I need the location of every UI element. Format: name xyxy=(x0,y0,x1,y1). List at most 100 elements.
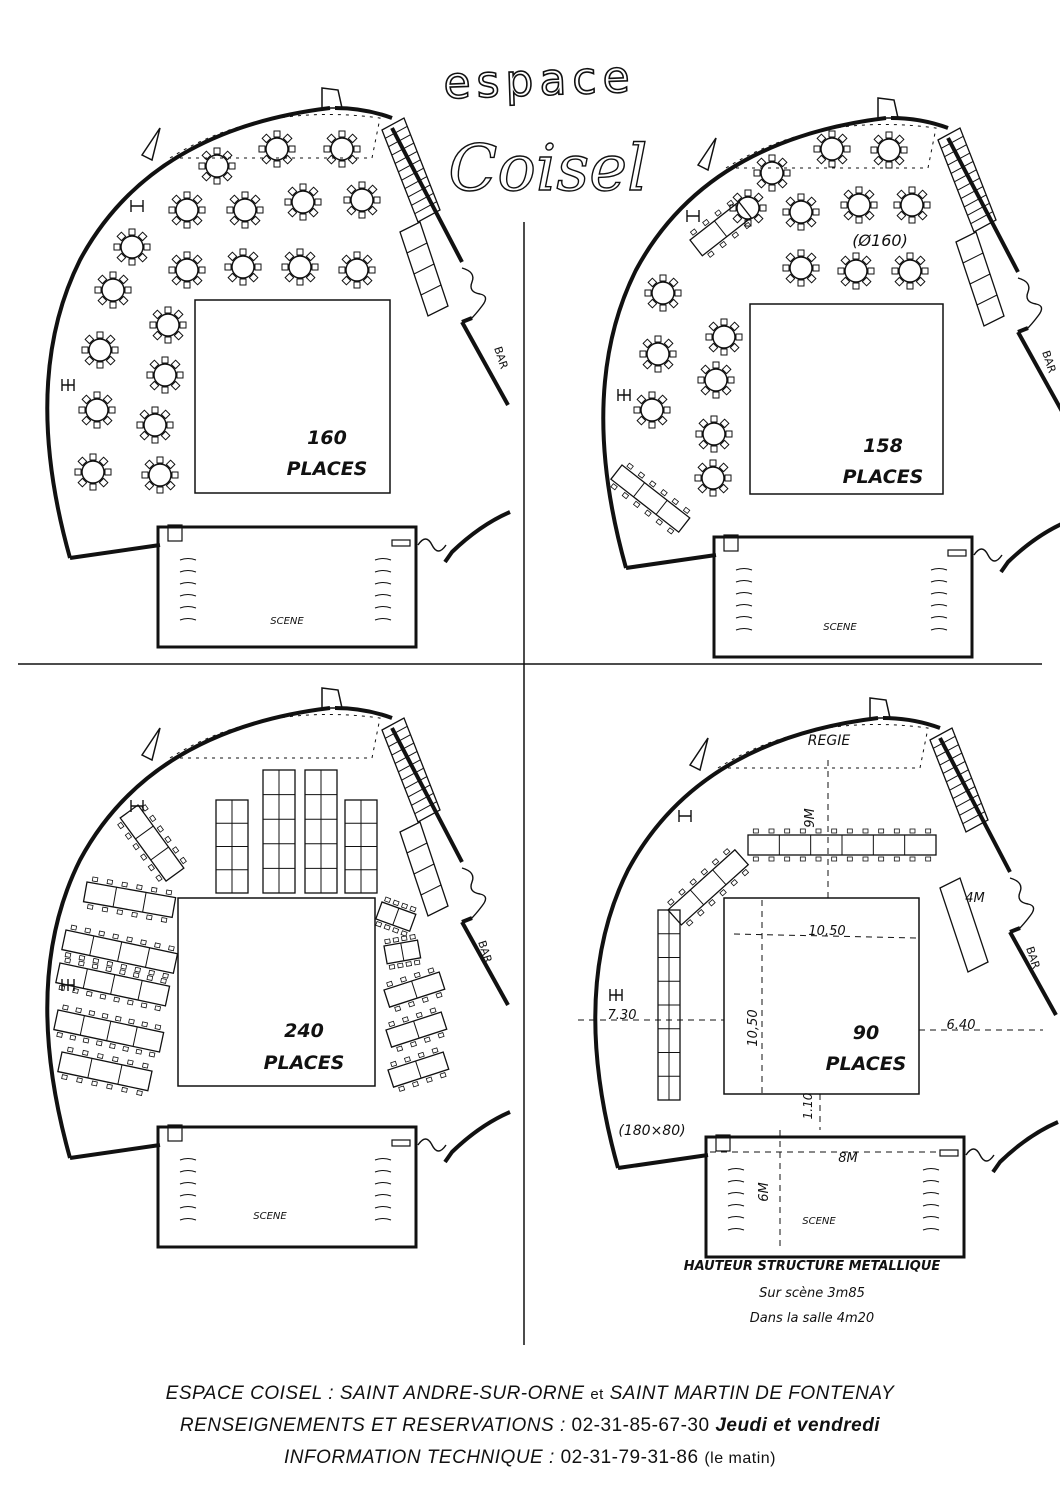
chair xyxy=(431,1047,439,1054)
stage-outline xyxy=(156,1125,418,1249)
chair xyxy=(139,409,150,420)
wall-segment xyxy=(999,522,1060,574)
chair xyxy=(768,828,775,834)
chair xyxy=(700,385,711,396)
round-table xyxy=(323,130,361,168)
stage-wave xyxy=(735,616,753,619)
chair xyxy=(908,216,916,224)
chair xyxy=(160,409,171,420)
chair xyxy=(917,210,928,221)
chair xyxy=(837,133,848,144)
table-join xyxy=(415,1060,422,1079)
chair xyxy=(140,939,147,946)
chair xyxy=(136,421,144,429)
chair xyxy=(894,255,905,266)
chair xyxy=(93,391,101,399)
chair xyxy=(894,155,905,166)
chair xyxy=(644,509,652,517)
stage-steps xyxy=(391,1139,411,1147)
chair xyxy=(222,150,233,161)
chair xyxy=(813,145,821,153)
round-table xyxy=(258,130,296,168)
chair xyxy=(156,825,164,833)
chair xyxy=(768,184,776,192)
stair-step xyxy=(385,725,408,739)
chair xyxy=(697,376,705,384)
chair xyxy=(136,1090,143,1096)
chair xyxy=(146,914,153,921)
rect-table-column xyxy=(657,909,681,1101)
rect-table-row xyxy=(667,848,750,927)
stage-steps xyxy=(167,524,183,542)
wall-segment xyxy=(1017,326,1029,334)
chair xyxy=(891,267,899,275)
chair xyxy=(154,942,161,949)
chair xyxy=(831,828,838,834)
chair xyxy=(91,1080,98,1087)
chair xyxy=(896,189,907,200)
bar-label-158: BAR xyxy=(1039,349,1058,375)
chair xyxy=(797,223,805,231)
chair xyxy=(659,304,667,312)
chair xyxy=(314,198,322,206)
chair xyxy=(777,178,788,189)
round-table-top xyxy=(712,325,736,349)
regie-area xyxy=(168,713,381,759)
footer-line-reservations: RENSEIGNEMENTS ET RESERVATIONS : 02-31-8… xyxy=(0,1415,1060,1437)
bar-section xyxy=(413,263,435,275)
stair-step xyxy=(414,801,437,815)
capacity-158: 158 xyxy=(863,435,903,457)
chair xyxy=(95,1040,103,1047)
chair xyxy=(647,277,658,288)
chair xyxy=(146,371,154,379)
stage-wave xyxy=(374,618,392,621)
stage-wave xyxy=(930,616,948,619)
stair-step xyxy=(946,769,969,783)
diagonal-wall xyxy=(938,737,1012,873)
chair xyxy=(423,1036,431,1043)
chair xyxy=(353,281,361,289)
places-90: PLACES xyxy=(826,1053,907,1075)
dim-stage-depth: 6M xyxy=(757,1182,772,1202)
stage-wave xyxy=(374,1218,392,1221)
door-icon xyxy=(696,137,717,172)
chair xyxy=(908,186,916,194)
chair xyxy=(753,192,764,203)
chair xyxy=(731,231,740,239)
round-table-top xyxy=(231,255,255,279)
chair xyxy=(909,828,916,834)
stage-wave xyxy=(179,570,197,573)
stair-step xyxy=(957,177,980,191)
chair xyxy=(120,963,128,970)
stair-step xyxy=(404,776,428,789)
stage-wave xyxy=(179,1182,197,1185)
chair xyxy=(86,904,94,910)
diagonal-wall xyxy=(390,727,464,863)
round-table-top xyxy=(233,198,257,222)
round-table-top xyxy=(330,137,354,161)
chair xyxy=(78,954,86,961)
table-join xyxy=(132,1026,138,1047)
chair xyxy=(917,189,928,200)
chair xyxy=(843,145,851,153)
table-join xyxy=(392,907,400,926)
chair xyxy=(353,145,361,153)
stage-outline xyxy=(704,1135,966,1259)
chair xyxy=(101,1012,109,1019)
stair-outline xyxy=(381,717,441,823)
rect-table-column xyxy=(304,769,338,894)
chair xyxy=(105,966,113,973)
chair xyxy=(132,972,140,979)
stage-steps xyxy=(723,534,739,552)
stair-step xyxy=(962,811,985,825)
chair xyxy=(861,276,872,287)
chair xyxy=(338,266,346,274)
stage-wave xyxy=(922,1204,940,1207)
chair xyxy=(81,346,89,354)
rect-table-row xyxy=(383,967,446,1012)
chair xyxy=(94,286,102,294)
chair xyxy=(56,1031,63,1038)
chair xyxy=(719,888,727,897)
chair xyxy=(241,191,249,199)
stair-step xyxy=(394,751,418,764)
